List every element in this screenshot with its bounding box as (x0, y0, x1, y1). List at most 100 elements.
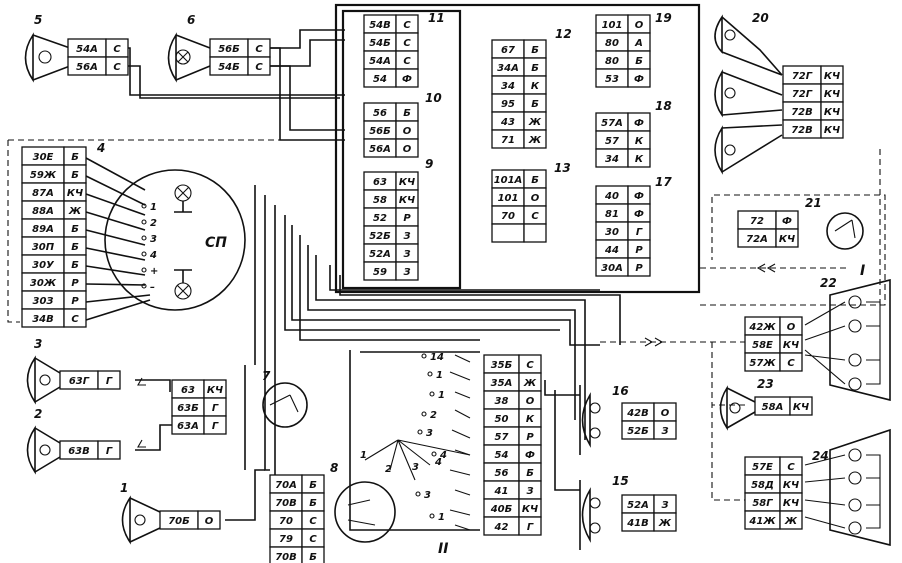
wire-id: 81 (605, 209, 619, 220)
lamp-23: 23 (719, 377, 774, 431)
wire-color-code: Б (309, 498, 317, 509)
wire-id: 52А (627, 500, 649, 511)
wire-id: 72В (791, 107, 813, 118)
wire-id: 88А (32, 206, 54, 217)
wire-color-code: С (787, 462, 795, 473)
wire-id: 59 (373, 267, 387, 278)
terminal-label: 2 (150, 218, 157, 229)
label-15: 15 (612, 474, 629, 488)
label-22: 22 (820, 276, 837, 290)
wire-color-cell (653, 420, 677, 440)
label-20: 20 (752, 11, 769, 25)
terminal-dot (141, 219, 147, 225)
wire-color-code: З (403, 249, 410, 260)
wire-color-code: А (634, 38, 643, 49)
terminal-label: 4 (439, 450, 447, 461)
label-16: 16 (612, 384, 629, 398)
wire-id: 34 (605, 154, 619, 165)
terminal-dot (141, 251, 147, 257)
wire-id: 41Ж (748, 516, 776, 527)
wire-color-code: З (403, 231, 410, 242)
wire-color-code: Б (71, 260, 79, 271)
wire-id: 30П (32, 242, 55, 253)
wire-id: 63Б (177, 403, 199, 414)
wire-id: 53 (605, 74, 619, 85)
wire-color-cell (301, 546, 325, 563)
wire-color-code: С (113, 44, 121, 55)
switch-ii-position-label: 2 (385, 464, 392, 475)
wire-color-code: З (661, 500, 668, 511)
wire-id: 72А (746, 234, 768, 245)
wire-color-cell (779, 352, 803, 372)
wire-color-cell (779, 510, 803, 530)
wire-color-code: Б (531, 45, 539, 56)
wire-id: 42 (494, 522, 509, 533)
wire-color-code: Ф (634, 191, 644, 202)
wire-color-code: Б (71, 224, 79, 235)
terminal-label: – (150, 282, 155, 293)
wire-id: 54А (369, 56, 391, 67)
terminal-dot (421, 353, 427, 359)
wire-id: 50 (495, 414, 509, 425)
lamp-2: 2 (26, 407, 61, 475)
wire-id: 30А (601, 263, 623, 274)
voltmeter-7 (262, 382, 308, 428)
terminal-label: 14 (430, 352, 444, 363)
wire-id: 52Б (627, 426, 649, 437)
wire-color-code: КЧ (522, 504, 538, 515)
wire-id: 54А (76, 44, 98, 55)
wire-color-cell (395, 138, 419, 158)
wire-harness (7, 29, 886, 531)
wire-color-code: С (255, 44, 263, 55)
wire-color-code: Ф (525, 450, 535, 461)
wire-color-code: КЧ (783, 498, 799, 509)
wire-id: 70 (279, 516, 293, 527)
wire-id: 67 (501, 45, 515, 56)
wire-color-code: З (526, 486, 533, 497)
label-11: 11 (428, 11, 445, 25)
wire-color-code: С (309, 516, 317, 527)
wire-color-code: С (403, 20, 411, 31)
wire-color-code: Ж (528, 117, 542, 128)
wire-id: 101 (498, 193, 519, 204)
wire-color-code: К (531, 81, 540, 92)
wire-id: 57Е (752, 462, 773, 473)
wire-color-cell (395, 68, 419, 88)
terminal-dot (141, 235, 147, 241)
roman-II: II (438, 541, 448, 557)
wire-color-code: С (531, 211, 539, 222)
wire-color-code: Б (71, 242, 79, 253)
wire-id: 56Б (369, 126, 391, 137)
wire-color-code: Б (71, 152, 79, 163)
wire-id: 44 (604, 245, 619, 256)
wire-color-code: Ж (784, 516, 798, 527)
wire-id: 34 (501, 81, 515, 92)
wire-id: 58А (762, 402, 784, 413)
label-23: 23 (757, 377, 774, 391)
wire-id: 56Б (218, 44, 240, 55)
terminal-label: + (150, 266, 158, 277)
wire-color-code: С (526, 360, 534, 371)
wire-id: 59Ж (30, 170, 57, 181)
wire-color-code: Р (71, 296, 79, 307)
roman-I: I (860, 263, 865, 279)
wire-id: 52Б (369, 231, 391, 242)
terminal-label: 3 (150, 234, 157, 245)
wire-color-code: Ж (528, 135, 542, 146)
wire-color-cell (775, 228, 799, 248)
terminal-label: 1 (436, 370, 443, 381)
wire-color-code: Р (403, 213, 411, 224)
wire-color-code: Ф (634, 118, 644, 129)
wire-color-cell (523, 223, 547, 243)
wire-color-code: Ж (68, 206, 82, 217)
wire-id: 70 (501, 211, 515, 222)
wire-id: 56 (373, 108, 387, 119)
